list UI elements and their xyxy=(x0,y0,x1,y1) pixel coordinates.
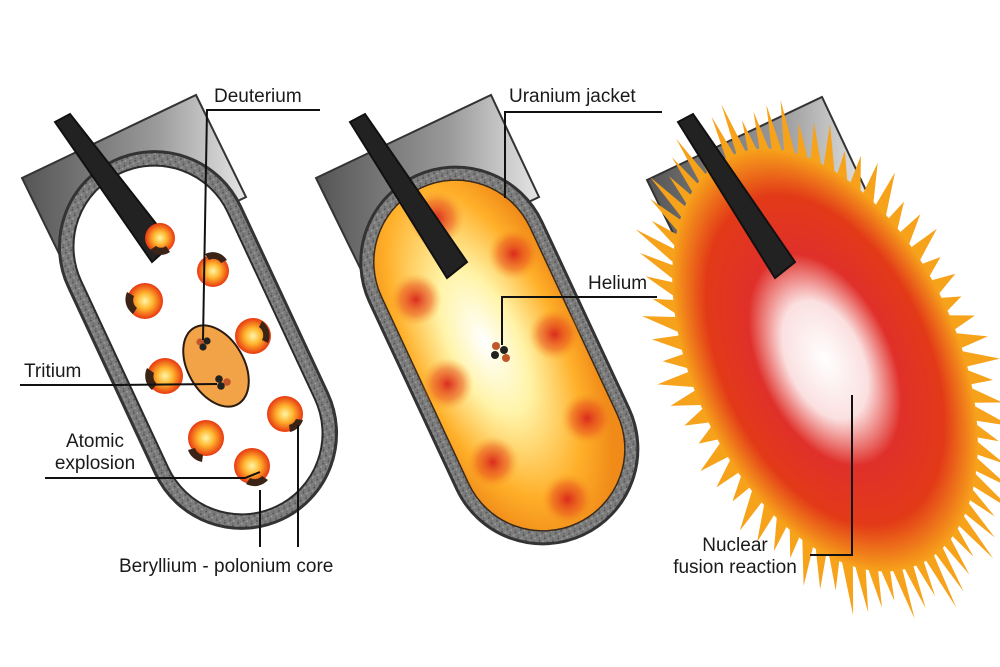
explosion-charge xyxy=(125,283,163,319)
bomb-3 xyxy=(635,95,1000,619)
fusion-spike xyxy=(852,556,869,613)
fusion-spike xyxy=(766,104,786,161)
fusion-spike xyxy=(839,551,854,616)
deuterium-atom xyxy=(196,337,211,351)
explosion-charge xyxy=(267,396,303,432)
label-atomic-explosion-line1: Atomic xyxy=(65,431,125,452)
label-uranium-jacket: Uranium jacket xyxy=(509,86,636,107)
label-nuclear-fusion-line2: fusion reaction xyxy=(673,557,797,578)
fusion-spike xyxy=(645,276,681,301)
fusion-spike xyxy=(864,559,882,608)
fusion-spike xyxy=(780,99,798,164)
deuterium-leader xyxy=(202,109,320,341)
fusion-spike xyxy=(721,104,751,165)
fusion-spike xyxy=(920,545,957,608)
leader-lines xyxy=(20,109,853,556)
explosion-charge xyxy=(145,223,175,255)
helium-leader xyxy=(501,296,657,345)
label-nuclear-fusion-line1: Nuclear xyxy=(702,535,768,556)
helium-atom xyxy=(491,342,510,362)
label-tritium: Tritium xyxy=(24,361,82,382)
bomb-3-front-fin xyxy=(676,112,797,280)
fusion-leader xyxy=(810,395,853,556)
bomb-2-fireball xyxy=(373,179,626,532)
tritium-leader xyxy=(20,383,218,386)
uranium-jacket-leader xyxy=(504,111,662,198)
bomb-2-front-fin xyxy=(348,112,469,280)
fusion-spike xyxy=(888,558,915,619)
label-beryllium-polonium-core: Beryllium - polonium core xyxy=(119,556,334,577)
fusion-spike xyxy=(639,252,681,285)
label-helium: Helium xyxy=(588,273,648,294)
fusion-fuel-capsule xyxy=(182,324,250,408)
tritium-atom xyxy=(215,375,231,390)
label-atomic-explosion-line2: explosion xyxy=(54,453,136,474)
fusion-spike xyxy=(635,229,682,269)
explosion-charge xyxy=(235,318,271,354)
atomic-explosion-leader xyxy=(45,471,261,479)
label-deuterium: Deuterium xyxy=(214,86,302,107)
fusion-spike xyxy=(642,316,686,336)
fusion-spike xyxy=(650,177,693,226)
fusion-spike xyxy=(753,111,774,160)
bomb-1 xyxy=(20,93,339,530)
explosion-charge xyxy=(188,420,224,462)
fusion-spike xyxy=(955,349,1000,368)
explosion-charge xyxy=(234,448,270,487)
bomb-2 xyxy=(314,93,640,546)
fusion-spike xyxy=(899,555,926,609)
fusion-fireball xyxy=(672,148,978,572)
